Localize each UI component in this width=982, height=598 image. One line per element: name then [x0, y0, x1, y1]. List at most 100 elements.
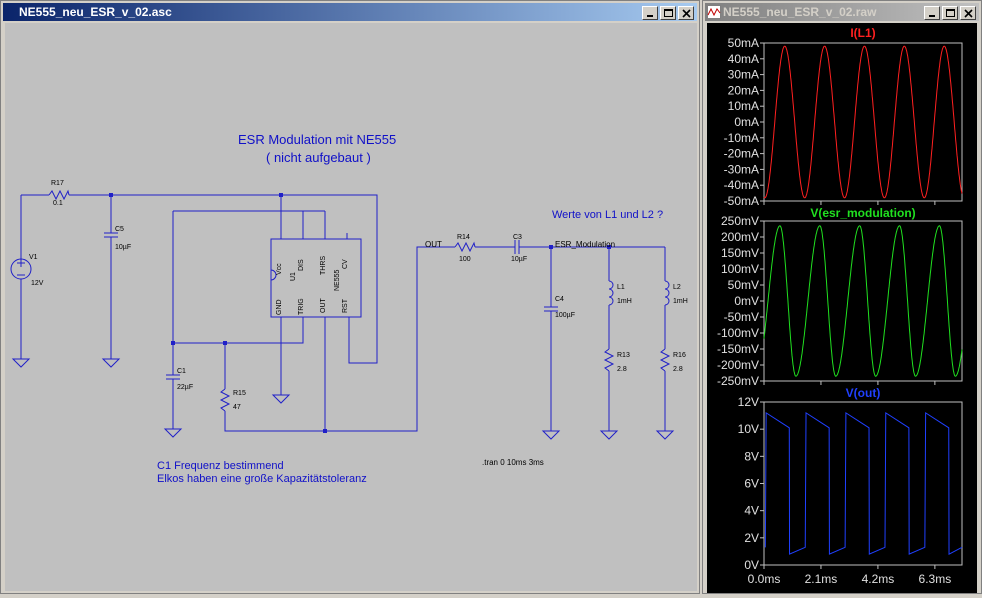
plot-frame — [763, 42, 963, 202]
junction-dot — [279, 193, 283, 197]
waveform-trace — [763, 45, 963, 199]
x-tick-label: 2.1ms — [805, 572, 838, 586]
l2-ref: L2 — [673, 284, 681, 291]
y-tick-label: -40mA — [724, 178, 759, 192]
y-tick-label: -20mA — [724, 147, 759, 161]
y-tick-label: 12V — [738, 395, 759, 409]
r15-ref: R15 — [233, 390, 246, 397]
schematic-drawing: Vcc DIS THRS CV GND TRIG OUT RST U1 NE55… — [10, 132, 688, 485]
close-icon — [964, 9, 973, 18]
c5-value: 10µF — [115, 244, 131, 251]
schematic-heading: ESR Modulation mit NE555 — [238, 132, 396, 147]
waveform-trace — [764, 411, 963, 555]
v1-value: 12V — [31, 280, 44, 287]
close-icon — [682, 9, 691, 18]
waveform-titlebar[interactable]: NE555_neu_ESR_v_02.raw — [705, 3, 979, 21]
c4-ref: C4 — [555, 296, 564, 303]
pin-label-gnd: GND — [276, 299, 283, 315]
waveform-title: NE555_neu_ESR_v_02.raw — [723, 5, 877, 19]
schematic-window[interactable]: NE555_neu_ESR_v_02.asc — [0, 0, 700, 594]
junction-dot — [549, 245, 553, 249]
y-tick-label: 30mA — [728, 68, 759, 82]
minimize-button[interactable] — [924, 6, 940, 20]
c1-value: 22µF — [177, 384, 193, 391]
y-tick-label: 10V — [738, 422, 759, 436]
c1-ref: C1 — [177, 368, 186, 375]
y-tick-label: 40mA — [728, 52, 759, 66]
y-tick-label: 0V — [744, 558, 759, 572]
r17-value: 0.1 — [53, 200, 63, 207]
r16-ref: R16 — [673, 352, 686, 359]
y-tick-label: 20mA — [728, 83, 759, 97]
note-line-1: C1 Frequenz bestimmend — [157, 460, 284, 472]
junction-dot — [223, 341, 227, 345]
pin-label-thrs: THRS — [320, 256, 327, 275]
c5-ref: C5 — [115, 226, 124, 233]
c3-value: 10µF — [511, 256, 527, 263]
y-tick-label: -200mV — [717, 358, 759, 372]
y-tick-label: 50mV — [728, 278, 759, 292]
x-tick-label: 4.2ms — [862, 572, 895, 586]
maximize-button[interactable] — [942, 6, 958, 20]
schematic-titlebar[interactable]: NE555_neu_ESR_v_02.asc — [3, 3, 697, 21]
y-tick-label: 0mA — [734, 115, 759, 129]
l2-value: 1mH — [673, 298, 688, 305]
pin-label-vcc: Vcc — [276, 263, 283, 275]
junction-dot — [607, 245, 611, 249]
y-tick-label: -50mA — [724, 194, 759, 208]
y-tick-label: 4V — [744, 504, 759, 518]
pin-label-out: OUT — [320, 298, 327, 314]
net-label-out: OUT — [425, 240, 442, 249]
pin-label-dis: DIS — [298, 259, 305, 271]
y-tick-label: 8V — [744, 449, 759, 463]
r13-value: 2.8 — [617, 366, 627, 373]
y-tick-label: -10mA — [724, 131, 759, 145]
y-tick-label: -30mA — [724, 162, 759, 176]
c3-ref: C3 — [513, 234, 522, 241]
r14-value: 100 — [459, 256, 471, 263]
r15-value: 47 — [233, 404, 241, 411]
y-tick-label: -250mV — [717, 374, 759, 388]
maximize-button[interactable] — [660, 6, 676, 20]
y-tick-label: -100mV — [717, 326, 759, 340]
ic-part-label: NE555 — [334, 269, 341, 291]
y-tick-label: 100mV — [721, 262, 759, 276]
plot-title: V(out) — [846, 386, 881, 400]
junction-dot — [171, 341, 175, 345]
y-tick-label: 10mA — [728, 99, 759, 113]
r13-ref: R13 — [617, 352, 630, 359]
question-comment: Werte von L1 und L2 ? — [552, 209, 663, 221]
waveform-icon — [707, 5, 721, 19]
pin-label-trig: TRIG — [298, 298, 305, 315]
junction-dot — [323, 429, 327, 433]
y-tick-label: 50mA — [728, 36, 759, 50]
pin-label-cv: CV — [342, 259, 349, 269]
schematic-title: NE555_neu_ESR_v_02.asc — [19, 5, 172, 19]
plot-title: I(L1) — [850, 26, 875, 40]
close-button[interactable] — [678, 6, 694, 20]
net-label-esr: ESR_Modulation — [555, 240, 615, 249]
minimize-icon — [929, 15, 935, 17]
spice-directive[interactable]: .tran 0 10ms 3ms — [482, 458, 544, 467]
y-tick-label: 0mV — [734, 294, 759, 308]
minimize-icon — [647, 15, 653, 17]
y-tick-label: 6V — [744, 477, 759, 491]
l1-value: 1mH — [617, 298, 632, 305]
close-button[interactable] — [960, 6, 976, 20]
y-tick-label: 250mV — [721, 214, 759, 228]
pin-label-rst: RST — [342, 298, 349, 313]
y-tick-label: -150mV — [717, 342, 759, 356]
schematic-canvas[interactable]: Vcc DIS THRS CV GND TRIG OUT RST U1 NE55… — [5, 23, 697, 591]
x-tick-label: 0.0ms — [748, 572, 781, 586]
y-tick-label: 2V — [744, 531, 759, 545]
schematic-window-buttons — [642, 6, 694, 20]
maximize-icon — [946, 9, 955, 17]
v1-ref: V1 — [29, 254, 38, 261]
plot-title: V(esr_modulation) — [810, 206, 915, 220]
r17-ref: R17 — [51, 180, 64, 187]
r16-value: 2.8 — [673, 366, 683, 373]
minimize-button[interactable] — [642, 6, 658, 20]
